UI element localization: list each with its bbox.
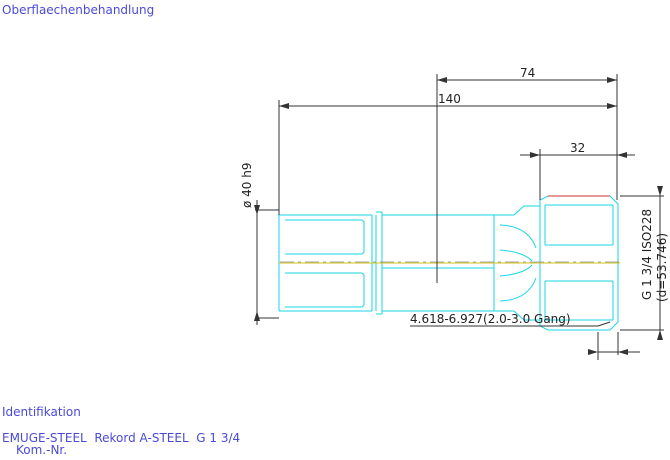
kom-nr-label: Kom.-Nr.: [16, 443, 68, 457]
product-designation: EMUGE-STEEL Rekord A-STEEL G 1 3/4: [2, 431, 241, 445]
dim-thread: G 1 3/4 ISO228: [640, 209, 654, 300]
dim-74: 74: [520, 66, 535, 80]
identification-label: Identifikation: [2, 405, 81, 419]
dim-140: 140: [438, 92, 461, 106]
dim-diameter: ø 40 h9: [240, 163, 254, 208]
surface-treatment-label: Oberflaechenbehandlung: [2, 3, 155, 17]
dimension-lines: [255, 74, 664, 360]
dim-thread-range: 4.618-6.927(2.0-3.0 Gang): [410, 312, 571, 326]
dim-32: 32: [570, 141, 585, 155]
arrowheads: [254, 77, 663, 355]
dim-thread-sub: (d=53.746): [655, 233, 669, 302]
